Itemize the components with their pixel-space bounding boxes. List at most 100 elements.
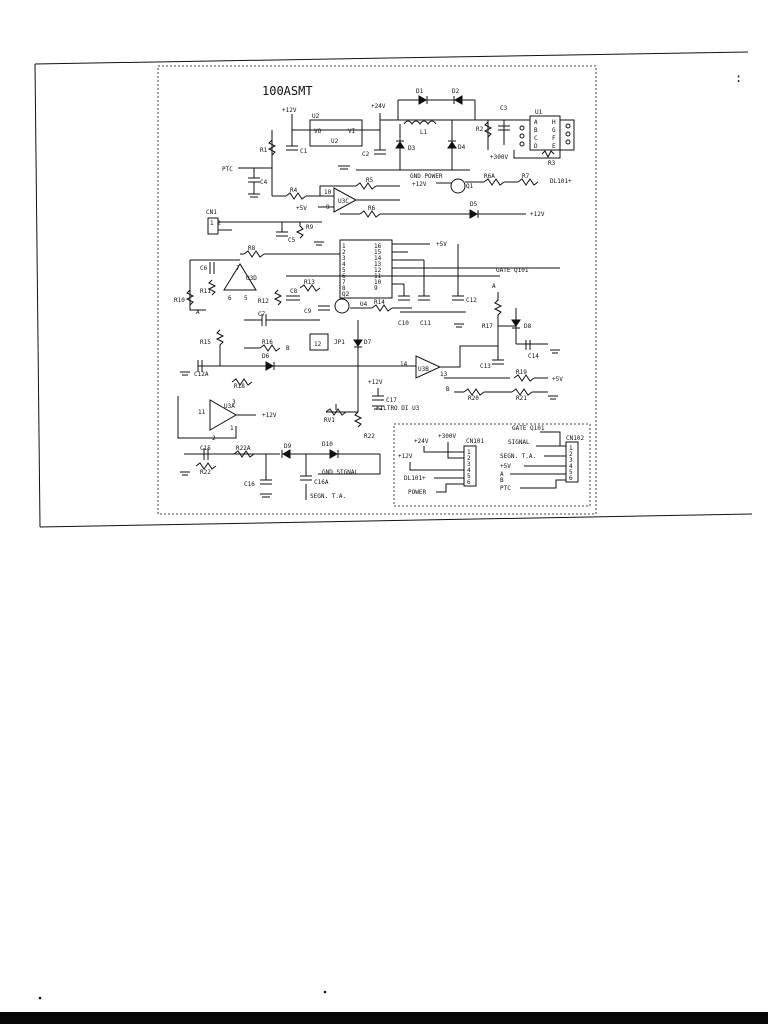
u3c-opamp [333, 187, 358, 213]
corner-mark: : [735, 71, 742, 85]
svg-text:+12V: +12V [368, 379, 383, 386]
svg-text:C8: C8 [290, 288, 298, 295]
svg-text:+12V: +12V [262, 412, 277, 419]
svg-text:R18: R18 [234, 383, 245, 390]
svg-text:+5V: +5V [552, 376, 563, 383]
q1-transistor [450, 178, 466, 194]
svg-text:1: 1 [342, 243, 346, 250]
svg-text:G: G [552, 127, 556, 134]
frame-top [34, 51, 749, 65]
u2-label: U2 [312, 113, 320, 120]
svg-text:U2: U2 [331, 138, 339, 145]
svg-text:R11: R11 [200, 288, 211, 295]
svg-text:C11: C11 [420, 320, 431, 327]
svg-text:R6: R6 [368, 205, 376, 212]
svg-text:GATE Q101: GATE Q101 [512, 425, 545, 432]
svg-text:R22: R22 [364, 433, 375, 440]
u4-ic [339, 239, 393, 299]
svg-text:6: 6 [228, 295, 232, 302]
svg-text:D3: D3 [408, 145, 416, 152]
svg-text:1: 1 [569, 445, 573, 452]
svg-text:POWER: POWER [408, 489, 426, 496]
svg-text:C6: C6 [200, 265, 208, 272]
svg-text:F: F [552, 135, 556, 142]
svg-text:C16: C16 [244, 481, 255, 488]
svg-text:A: A [534, 119, 538, 126]
svg-text:13: 13 [374, 261, 382, 268]
svg-text:C2: C2 [362, 151, 370, 158]
svg-text:2: 2 [342, 249, 346, 256]
svg-text:+5V: +5V [296, 205, 307, 212]
svg-text:3: 3 [569, 457, 573, 464]
svg-text:JP1: JP1 [334, 339, 345, 346]
svg-text:D9: D9 [284, 443, 292, 450]
u3b-opamp [415, 355, 442, 379]
svg-text:D2: D2 [452, 88, 460, 95]
svg-text:R15: R15 [200, 339, 211, 346]
svg-text:D10: D10 [322, 441, 333, 448]
u3a-opamp [209, 399, 238, 431]
svg-text:11: 11 [198, 409, 206, 416]
svg-text:R5: R5 [366, 177, 374, 184]
svg-text:D7: D7 [364, 339, 372, 346]
svg-text:3: 3 [342, 255, 346, 262]
svg-text:C16A: C16A [314, 479, 329, 486]
svg-text:GATE Q101: GATE Q101 [496, 267, 529, 274]
svg-text:6: 6 [569, 475, 573, 482]
svg-text:16: 16 [374, 243, 382, 250]
svg-text:PTC: PTC [500, 485, 511, 492]
svg-text:U3A: U3A [224, 403, 235, 410]
svg-text:C10: C10 [398, 320, 409, 327]
svg-text:A: A [500, 471, 504, 478]
svg-text:15: 15 [374, 249, 382, 256]
svg-text:12: 12 [314, 341, 322, 348]
svg-text:Q1: Q1 [466, 183, 474, 190]
svg-text:2: 2 [467, 455, 471, 462]
svg-text:D6: D6 [262, 353, 270, 360]
svg-text:FILTRO DI U3: FILTRO DI U3 [376, 405, 420, 412]
svg-text:4: 4 [342, 261, 346, 268]
svg-text:GND SIGNAL: GND SIGNAL [322, 469, 359, 476]
svg-text:1 2: 1 2 [210, 220, 221, 227]
svg-text:U3D: U3D [246, 275, 257, 282]
svg-text:7: 7 [342, 279, 346, 286]
svg-text:R16: R16 [262, 339, 273, 346]
svg-text:R22: R22 [200, 469, 211, 476]
svg-text:R7: R7 [522, 173, 530, 180]
frame-left [34, 63, 41, 528]
svg-text:R13: R13 [304, 279, 315, 286]
svg-text:R9: R9 [306, 224, 314, 231]
schematic-title: 100ASMT [262, 84, 313, 98]
svg-text:B: B [446, 386, 450, 393]
svg-text:C1: C1 [300, 148, 308, 155]
jp1-jumper [309, 333, 329, 351]
svg-text:U3B: U3B [418, 366, 429, 373]
svg-text:CN1: CN1 [206, 209, 217, 216]
svg-text:R10: R10 [174, 297, 185, 304]
svg-text:H: H [552, 119, 556, 126]
svg-text:12: 12 [374, 267, 382, 274]
svg-text:D8: D8 [524, 323, 532, 330]
svg-text:C: C [534, 135, 538, 142]
svg-text:VO: VO [314, 128, 322, 135]
svg-text:C15: C15 [200, 445, 211, 452]
svg-text:B: B [534, 127, 538, 134]
svg-text:C12A: C12A [194, 371, 209, 378]
svg-text:1: 1 [230, 425, 234, 432]
svg-text:A: A [196, 309, 200, 316]
svg-text:6: 6 [467, 479, 471, 486]
schematic-border [157, 65, 597, 515]
q2-transistor [334, 298, 350, 314]
svg-text:R20: R20 [468, 395, 479, 402]
svg-text:+12V: +12V [398, 453, 413, 460]
svg-text:+12V: +12V [530, 211, 545, 218]
svg-text:PTC: PTC [222, 166, 233, 173]
svg-text:R21: R21 [516, 395, 527, 402]
svg-text:RV1: RV1 [324, 417, 335, 424]
svg-text:SEGN. T.A.: SEGN. T.A. [310, 493, 346, 500]
svg-text:GND POWER: GND POWER [410, 173, 443, 180]
svg-text:R14: R14 [374, 299, 385, 306]
svg-text:4: 4 [569, 463, 573, 470]
u1-component [529, 115, 561, 151]
u2-regulator [309, 119, 363, 147]
